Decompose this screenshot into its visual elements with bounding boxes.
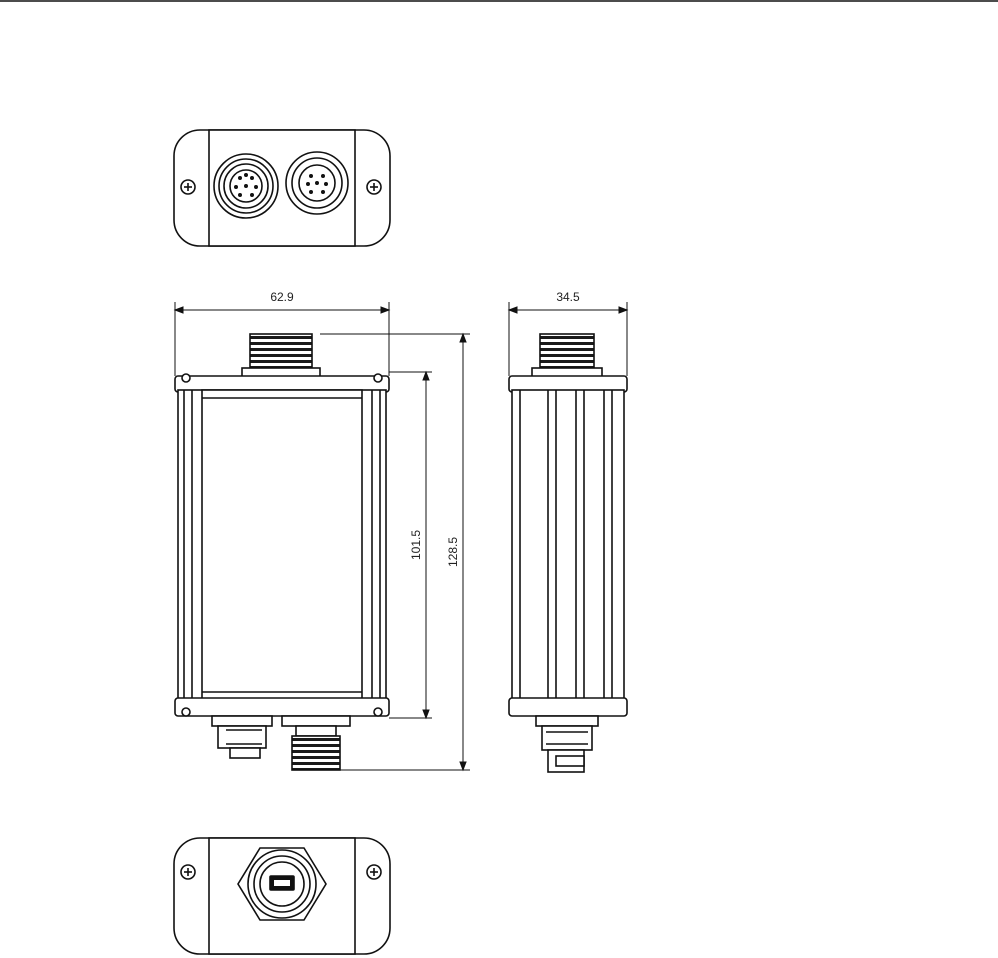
side-view xyxy=(509,334,627,772)
side-top-connector-thread xyxy=(540,334,594,368)
dimension-total-height-label: 128.5 xyxy=(446,537,460,567)
side-body xyxy=(512,390,624,700)
front-bottom-circular-connector xyxy=(296,726,336,736)
front-top-connector-thread xyxy=(250,334,312,368)
bottom-view xyxy=(174,838,390,954)
front-view xyxy=(175,334,389,770)
dimension-side-width-label: 34.5 xyxy=(556,290,580,304)
dimension-width-label: 62.9 xyxy=(270,290,294,304)
top-view xyxy=(174,130,390,246)
circular-connector-icon xyxy=(214,154,278,218)
dimension-body-height-label: 101.5 xyxy=(409,530,423,560)
front-label-panel xyxy=(202,390,362,700)
usb-port-icon xyxy=(270,876,294,890)
front-bottom-cap xyxy=(175,698,389,716)
side-bottom-connector xyxy=(542,726,592,750)
side-bottom-cap xyxy=(509,698,627,716)
